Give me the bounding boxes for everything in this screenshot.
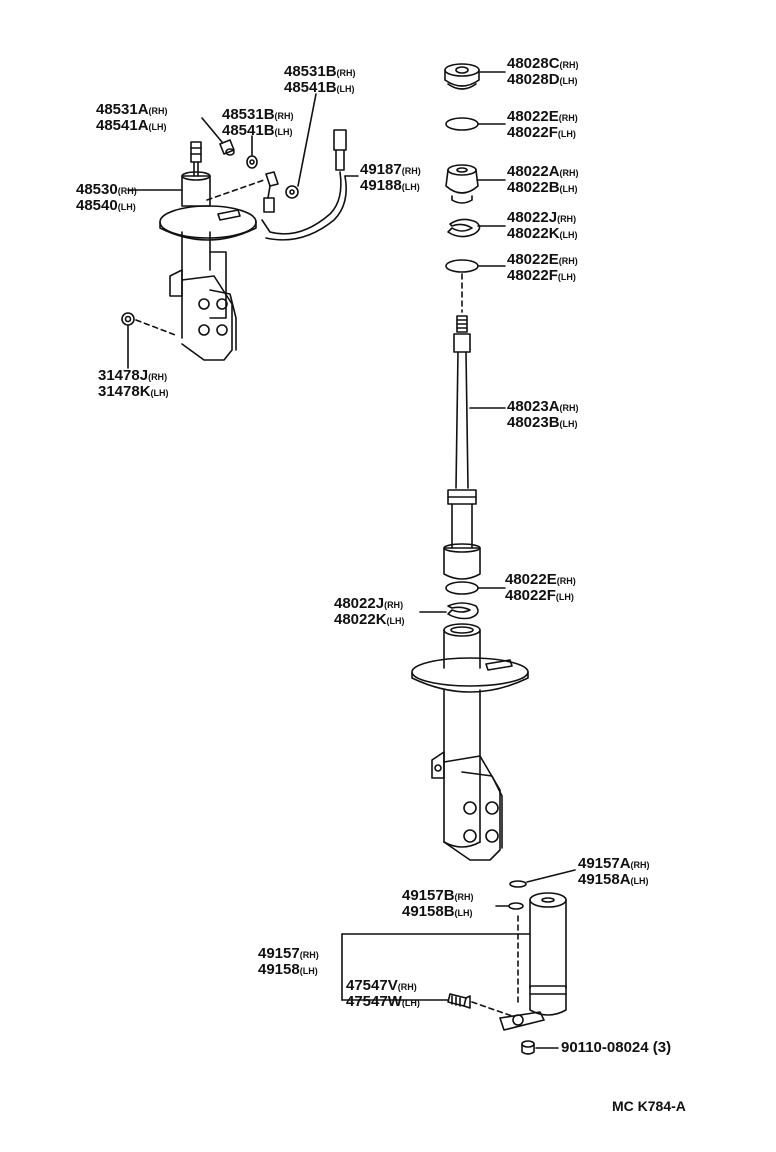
leader-48531a [201,117,223,143]
label-49157b: 49157B(RH) 49158B(LH) [402,887,474,920]
label-31478: 31478J(RH) 31478K(LH) [98,367,169,400]
clip-48531b [246,155,258,169]
label-48022ef1: 48022E(RH) 48022F(LH) [507,108,578,141]
label-48531a: 48531A(RH) 48541A(LH) [96,101,168,134]
label-49187: 49187(RH) 49188(LH) [360,161,421,194]
label-48531top: 48531B(RH) 48541B(LH) [284,63,356,96]
o-ring-2 [445,259,479,273]
label-48022ab: 48022A(RH) 48022B(LH) [507,163,579,196]
o-ring-small-2 [508,902,524,910]
label-49157a: 49157A(RH) 49158A(LH) [578,855,650,888]
centerline-bolt [471,1001,513,1017]
bolt-48531a [219,139,235,156]
piston-rod-cartridge [443,315,481,580]
o-ring-3 [445,581,479,595]
label-48023: 48023A(RH) 48023B(LH) [507,398,579,431]
diagram-reference-code: MC K784-A [612,1098,686,1114]
strut-mount-cap [444,63,480,90]
label-48022ef3: 48022E(RH) 48022F(LH) [505,571,576,604]
brake-hose [261,129,347,241]
nut-31478 [121,312,135,326]
bracket-49157 [341,933,531,1001]
leader-49157a [526,869,576,883]
damper-unit [499,892,567,1031]
label-48022jk2: 48022J(RH) 48022K(LH) [334,595,405,628]
strut-bushing [445,164,479,204]
o-ring-small-1 [509,880,527,888]
leader-48531top [297,93,317,187]
centerline-31478 [135,319,179,337]
strut-housing [411,623,529,861]
label-48022ef2: 48022E(RH) 48022F(LH) [507,251,578,284]
label-90110: 90110-08024 (3) [561,1039,672,1056]
label-48028: 48028C(RH) 48028D(LH) [507,55,579,88]
label-48531b: 48531B(RH) 48541B(LH) [222,106,294,139]
label-48530: 48530(RH) 48540(LH) [76,181,137,214]
o-ring-1 [445,117,479,131]
snap-ring-1 [447,218,481,238]
label-49157: 49157(RH) 49158(LH) [258,945,319,978]
bolt-90110 [521,1040,535,1055]
centerline-hose [206,179,265,201]
snap-ring-2 [447,602,479,620]
label-48022jk1: 48022J(RH) 48022K(LH) [507,209,578,242]
label-47547: 47547V(RH) 47547W(LH) [346,977,420,1010]
bolt-47547 [447,993,471,1009]
strut-assembly [159,141,257,361]
